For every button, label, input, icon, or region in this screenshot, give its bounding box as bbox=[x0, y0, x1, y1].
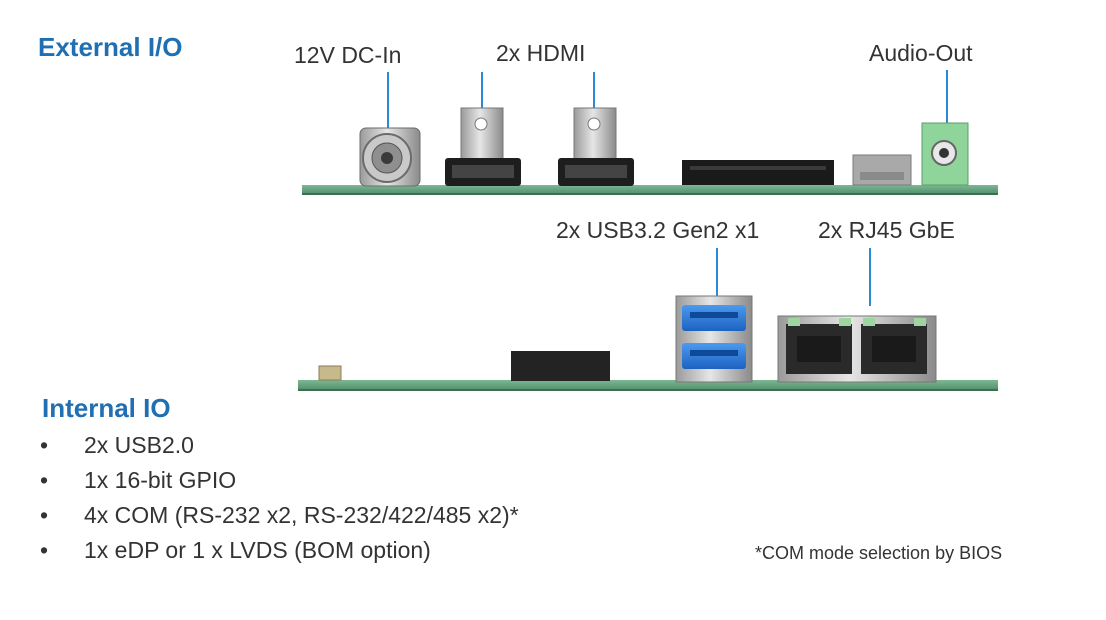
list-item-text: 1x 16-bit GPIO bbox=[84, 467, 237, 493]
hdmi-leader-line-2 bbox=[593, 72, 595, 132]
audio-jack-connector bbox=[921, 122, 969, 186]
grey-connector bbox=[852, 154, 912, 186]
edge-header-connector bbox=[682, 160, 834, 185]
bottom-pcb bbox=[298, 380, 998, 391]
dc-in-leader-line bbox=[387, 72, 389, 162]
audio-leader-line bbox=[946, 70, 948, 152]
hdmi-connector-2 bbox=[558, 107, 634, 186]
usb-connector-stack bbox=[675, 295, 753, 383]
internal-header-block bbox=[511, 351, 610, 381]
bullet-marker: • bbox=[40, 432, 49, 458]
dc-jack-connector bbox=[359, 127, 421, 187]
list-item-text: 1x eDP or 1 x LVDS (BOM option) bbox=[84, 537, 431, 563]
dc-in-label: 12V DC-In bbox=[294, 42, 402, 68]
hdmi-label: 2x HDMI bbox=[496, 40, 586, 66]
rj45-leader-line bbox=[869, 248, 871, 306]
bullet-marker: • bbox=[40, 537, 49, 563]
usb-label: 2x USB3.2 Gen2 x1 bbox=[556, 217, 760, 243]
list-item-text: 4x COM (RS-232 x2, RS-232/422/485 x2)* bbox=[84, 502, 519, 528]
hdmi-connector-1 bbox=[445, 107, 521, 186]
rj45-label: 2x RJ45 GbE bbox=[818, 217, 955, 243]
external-io-heading: External I/O bbox=[38, 32, 183, 62]
list-item-text: 2x USB2.0 bbox=[84, 432, 194, 458]
internal-io-heading: Internal IO bbox=[42, 393, 171, 423]
rj45-connector-pair bbox=[777, 315, 937, 383]
bullet-marker: • bbox=[40, 502, 49, 528]
audio-out-label: Audio-Out bbox=[869, 40, 973, 66]
hdmi-leader-line-1 bbox=[481, 72, 483, 132]
usb-leader-line bbox=[716, 248, 718, 300]
top-pcb bbox=[302, 185, 998, 195]
footnote: *COM mode selection by BIOS bbox=[755, 543, 1003, 563]
small-component bbox=[318, 365, 342, 381]
bullet-marker: • bbox=[40, 467, 49, 493]
